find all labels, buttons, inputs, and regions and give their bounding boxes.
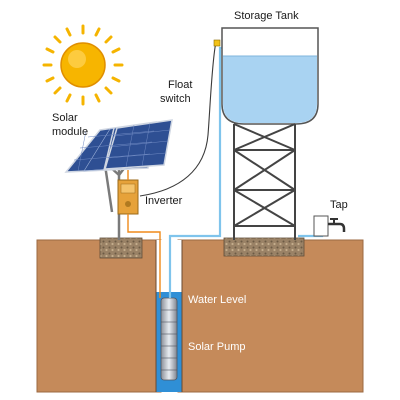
tower-footing — [223, 237, 305, 257]
label-solar-pump: Solar Pump — [188, 341, 245, 353]
label-solar-module-line1: Solar — [52, 112, 78, 124]
power-cable — [127, 170, 161, 298]
label-float-switch-line2: switch — [160, 93, 191, 105]
ground-left — [36, 239, 162, 393]
storage-tank — [221, 27, 319, 125]
tank-water — [223, 56, 317, 123]
solar-mount-footing — [99, 237, 143, 259]
float-switch-wire — [139, 41, 217, 197]
tap-icon — [313, 215, 346, 237]
label-solar-module-line2: module — [52, 126, 88, 138]
solar-pump — [160, 297, 178, 381]
float-switch-icon — [213, 39, 221, 47]
inverter-box — [117, 179, 139, 215]
label-water-level: Water Level — [188, 294, 246, 306]
sun-icon — [42, 24, 124, 106]
tank-tower — [233, 123, 296, 240]
ground-right — [177, 239, 364, 393]
label-tap: Tap — [330, 199, 348, 211]
solar-module — [64, 119, 173, 173]
label-storage-tank: Storage Tank — [234, 10, 299, 22]
label-float-switch-line1: Float — [168, 79, 192, 91]
label-inverter: Inverter — [145, 195, 183, 207]
